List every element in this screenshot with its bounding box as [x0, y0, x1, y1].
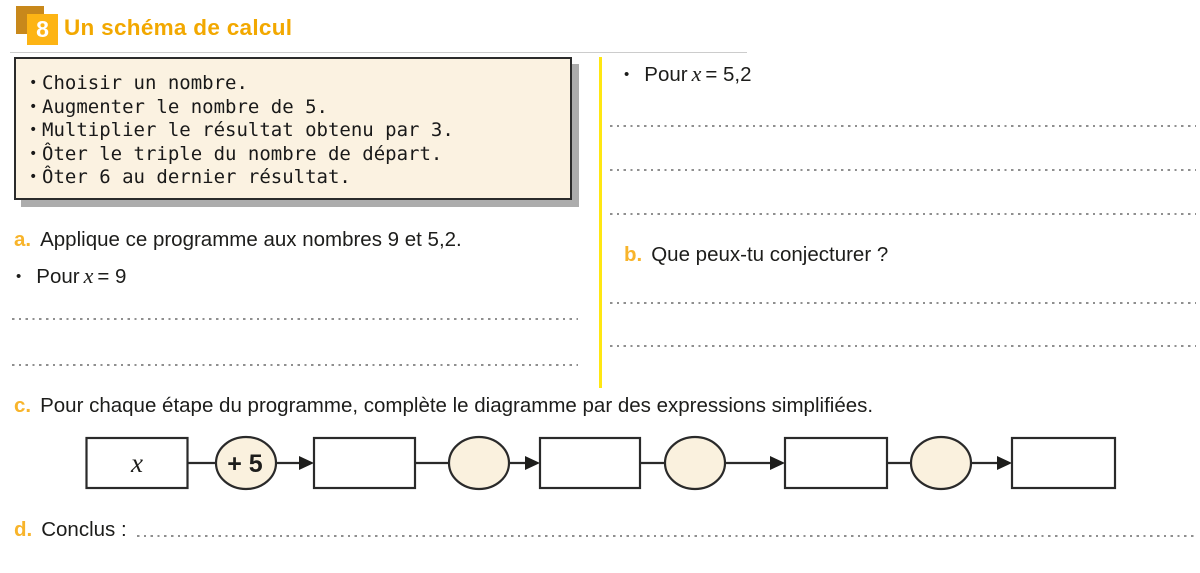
question-d-text: Conclus : [41, 518, 127, 541]
program-step-text: Ôter le triple du nombre de départ. [42, 142, 443, 165]
empty-operation-circle [909, 435, 973, 491]
program-step-text: Choisir un nombre. [42, 72, 248, 94]
arrow-icon [997, 456, 1012, 470]
question-c-label: c. [14, 394, 32, 417]
empty-result-box [783, 436, 889, 490]
diagram-svg: x + 5 [85, 435, 1117, 491]
program-step-text: Augmenter le nombre de 5. [42, 95, 328, 118]
question-c-text: Pour chaque étape du programme, complète… [40, 394, 874, 417]
program-line: •Ôter 6 au dernier résultat. [29, 166, 562, 190]
answer-line [136, 534, 1196, 537]
empty-result-box [538, 436, 642, 490]
question-b: b. Que peux-tu conjecturer ? [624, 243, 888, 267]
program-step-text: Ôter 6 au dernier résultat. [42, 166, 351, 188]
question-a-label: a. [14, 228, 32, 251]
question-c: c. Pour chaque étape du programme, complè… [14, 394, 873, 418]
question-a: a. Applique ce programme aux nombres 9 et… [14, 228, 462, 252]
program-step-text: Multiplier le résultat obtenu par 3. [42, 119, 454, 141]
program-line: •Multiplier le résultat obtenu par 3. [29, 119, 562, 143]
question-d-label: d. [14, 518, 33, 541]
question-b-text: Que peux-tu conjecturer ? [651, 243, 889, 266]
header-divider [10, 52, 747, 53]
math-variable-x: x [83, 263, 94, 288]
bullet-icon: • [29, 75, 38, 91]
answer-line [610, 302, 1196, 305]
exercise-number-badge: 8 [27, 14, 58, 45]
case-x52-prefix: Pour [644, 63, 688, 86]
calculation-diagram: x + 5 [85, 430, 1125, 501]
start-box [85, 436, 189, 490]
bullet-icon: • [29, 145, 38, 162]
bullet-icon: • [16, 268, 22, 285]
question-b-label: b. [624, 243, 643, 266]
bullet-icon: • [624, 66, 630, 83]
bullet-icon: • [29, 98, 38, 115]
case-x9-prefix: Pour [36, 265, 80, 288]
operation-add5-label: + 5 [227, 450, 263, 478]
math-variable-x: x [691, 61, 702, 86]
case-x52-value: = 5,2 [705, 63, 752, 86]
answer-line [12, 364, 578, 367]
start-box-label: x [130, 448, 143, 478]
answer-line [610, 125, 1196, 128]
empty-operation-circle [663, 435, 727, 491]
empty-result-box [312, 436, 417, 490]
exercise-number: 8 [36, 16, 49, 42]
program-box: •Choisir un nombre. •Augmenter le nombre… [14, 57, 572, 200]
answer-line [610, 213, 1196, 216]
arrow-icon [525, 456, 540, 470]
question-d: d. Conclus : [14, 518, 1196, 542]
bullet-icon: • [29, 169, 38, 185]
program-line: •Augmenter le nombre de 5. [29, 96, 562, 120]
exercise-title: Un schéma de calcul [64, 15, 293, 40]
answer-line [610, 345, 1196, 348]
answer-line [610, 169, 1196, 172]
program-line: •Choisir un nombre. [29, 72, 562, 96]
question-a-text: Applique ce programme aux nombres 9 et 5… [40, 228, 462, 251]
program-line: •Ôter le triple du nombre de départ. [29, 143, 562, 167]
case-x9-value: = 9 [97, 265, 127, 288]
answer-line [12, 318, 578, 321]
bullet-icon: • [29, 122, 38, 138]
empty-operation-circle [447, 435, 511, 491]
column-divider [599, 57, 602, 388]
empty-result-box [1010, 436, 1117, 490]
arrow-icon [299, 456, 314, 470]
arrow-icon [770, 456, 785, 470]
